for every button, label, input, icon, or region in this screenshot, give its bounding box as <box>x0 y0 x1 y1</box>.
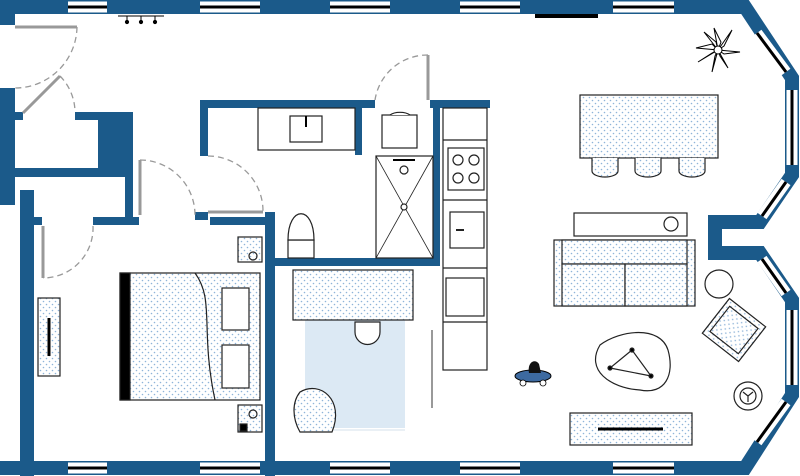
interior-walls <box>0 88 490 476</box>
ceiling-light-icon <box>118 15 164 25</box>
doors <box>15 25 433 408</box>
toilet-icon <box>287 213 315 259</box>
living-area <box>553 94 767 446</box>
kitchen-sink-icon <box>449 211 485 249</box>
bedroom <box>37 236 263 433</box>
washer <box>381 114 418 149</box>
plant-icon <box>695 27 741 73</box>
armchair <box>293 387 337 433</box>
door-swings <box>14 26 429 279</box>
bathroom <box>257 107 434 259</box>
stove-icon <box>447 147 485 191</box>
stools <box>591 158 706 178</box>
sofa-icon <box>553 239 696 307</box>
kitchen <box>442 107 488 371</box>
nightstand <box>237 236 263 263</box>
cat-icon <box>514 361 552 387</box>
study <box>292 269 414 433</box>
desk-chair <box>354 321 381 346</box>
vanity-counter <box>257 107 356 151</box>
headboard <box>119 272 131 401</box>
pillow <box>221 287 250 331</box>
top-left-corner <box>0 0 15 25</box>
fridge <box>445 277 485 317</box>
windows <box>68 1 798 474</box>
dining-table <box>579 94 719 159</box>
desk <box>292 269 414 321</box>
coffee-table <box>594 331 671 392</box>
side-table <box>704 269 734 299</box>
pillow <box>221 344 250 389</box>
lounge-chair <box>701 297 767 363</box>
tv-console <box>573 212 688 237</box>
floor-lamp-icon <box>733 381 763 411</box>
